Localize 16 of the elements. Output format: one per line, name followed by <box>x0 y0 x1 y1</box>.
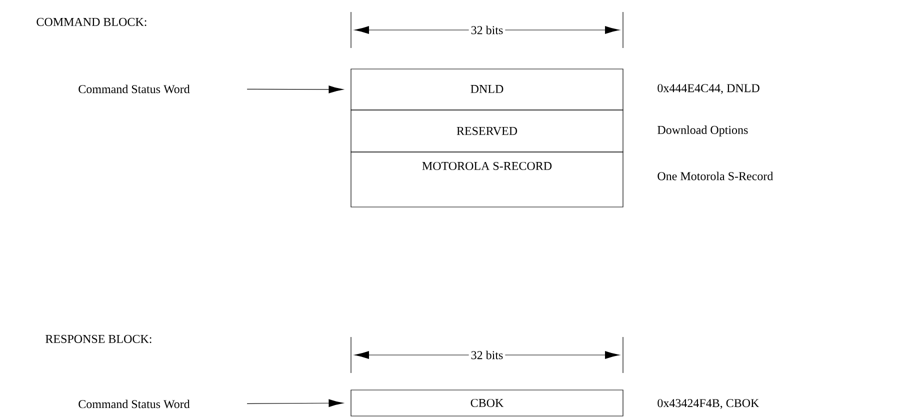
field-label: Command Status Word <box>78 84 190 94</box>
field-description: Download Options <box>658 126 748 136</box>
field-label: Command Status Word <box>78 400 190 408</box>
field-box: MOTOROLA S-RECORD <box>350 152 624 208</box>
section-heading: COMMAND BLOCK: <box>36 18 146 26</box>
field-description: 0x444E4C44, DNLD <box>658 84 760 94</box>
field-box: CBOK <box>350 390 624 416</box>
field-box: RESERVED <box>350 110 624 152</box>
dimension-label: 32 bits <box>468 348 506 362</box>
field-box: DNLD <box>350 68 624 110</box>
dimension-label: 32 bits <box>468 24 506 36</box>
field-description: 0x43424F4B, CBOK <box>658 399 760 409</box>
field-description: One Motorola S-Record <box>658 172 774 180</box>
arrow <box>246 399 344 407</box>
section-heading: RESPONSE BLOCK: <box>46 334 152 344</box>
arrow <box>246 86 344 94</box>
